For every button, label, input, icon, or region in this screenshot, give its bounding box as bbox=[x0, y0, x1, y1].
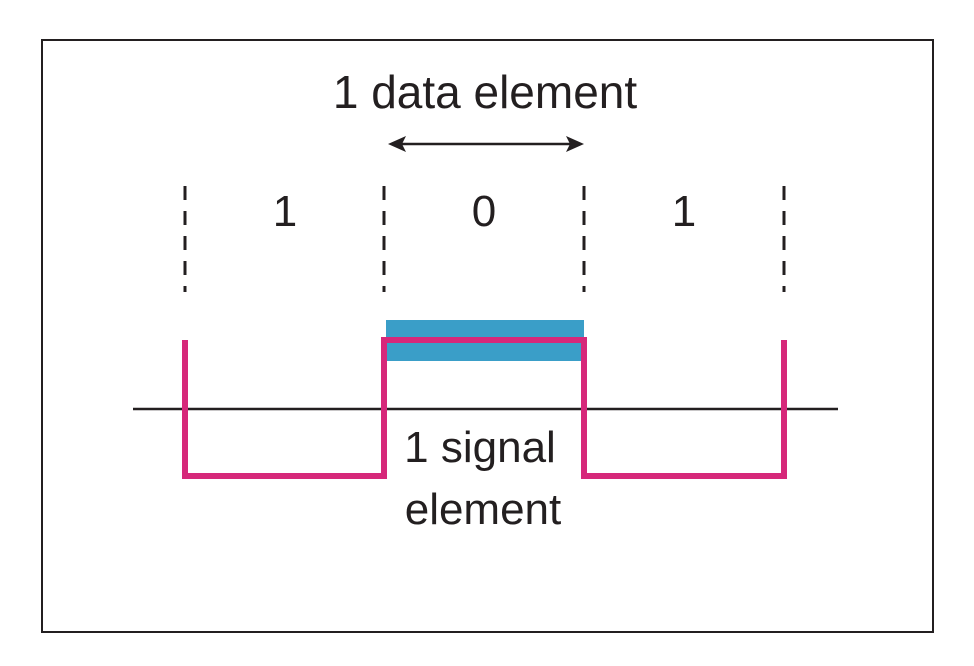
signal-element-label-line1: 1 signal bbox=[404, 423, 556, 472]
data-element-arrow bbox=[388, 136, 584, 152]
signal-waveform bbox=[182, 337, 787, 479]
bit-value: 0 bbox=[472, 187, 496, 236]
bit-value: 1 bbox=[672, 187, 696, 236]
data-element-label: 1 data element bbox=[333, 66, 638, 118]
bit-boundary-lines bbox=[183, 186, 786, 292]
bit-value: 1 bbox=[273, 187, 297, 236]
signal-element-label-line2: element bbox=[405, 485, 562, 534]
